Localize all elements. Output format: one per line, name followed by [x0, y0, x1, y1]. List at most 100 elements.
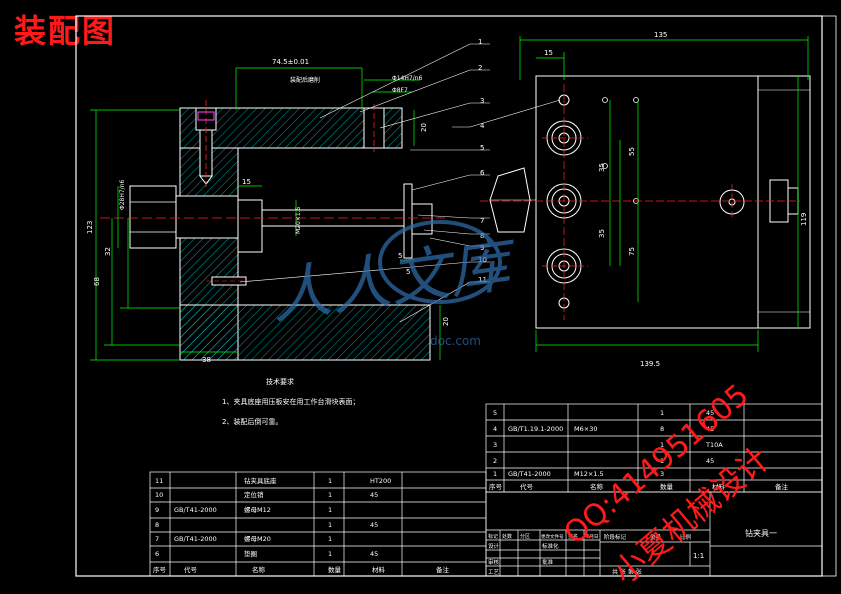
balloon-6: 6	[480, 169, 485, 177]
bom-left-no: 8	[155, 521, 159, 529]
tech-req-title: 技术要求	[266, 377, 294, 386]
bom-left-mat: 45	[370, 491, 378, 499]
balloon-9: 9	[480, 244, 484, 252]
bom-left-qty: 1	[328, 550, 332, 558]
front-view-dim-labels: 74.5±0.01 装配后磨削 Φ14H7/n6 Φ8F7 20 15 M20×…	[86, 58, 450, 364]
bom-left-no: 10	[155, 491, 163, 499]
title-block-text: 钻夹具一 1:1 共 张 第 张 设计 审核 工艺 标准化 批准 阶段标记 重量…	[488, 528, 777, 576]
bom-left-header-no: 序号	[153, 565, 167, 574]
bom-right-no: 2	[493, 457, 497, 465]
tech-req-line-2: 2、装配后倒可靠。	[222, 417, 282, 426]
title-label-review: 审核	[488, 558, 500, 566]
bom-right-name: M6×30	[574, 425, 597, 433]
bom-right-header-mat: 材料	[712, 482, 726, 491]
bom-right-mat: T10A	[705, 441, 723, 449]
bom-left-header-qty: 数量	[328, 565, 342, 574]
side-support	[757, 75, 811, 329]
bom-right-qty: 3	[660, 470, 664, 478]
bom-left-mat: HT200	[370, 477, 391, 485]
bom-right-qty: 8	[660, 425, 664, 433]
dim-123: 123	[86, 221, 94, 234]
watermark-site: doc.com	[430, 334, 481, 348]
title-label-standard: 标准化	[542, 542, 559, 550]
balloon-5: 5	[480, 144, 484, 152]
drawing-scale: 1:1	[693, 552, 704, 560]
dim-32: 32	[104, 247, 112, 256]
bom-left-no: 7	[155, 535, 159, 543]
dim-fit-14: Φ14H7/n6	[392, 75, 423, 82]
bom-right-qty: 1	[660, 457, 664, 465]
bom-left-name: 钻夹具底座	[244, 476, 277, 485]
title-row-file: 更改文件号	[541, 533, 564, 540]
bom-left-code: GB/T41-2000	[174, 506, 217, 514]
title-label-design: 设计	[488, 542, 500, 550]
dim-5b: 5	[406, 268, 410, 276]
dim-top-note: 装配后磨削	[290, 76, 320, 84]
bom-right-name: M12×1.5	[574, 470, 604, 478]
bom-left-no: 9	[155, 506, 159, 514]
technical-requirements: 技术要求 1、夹具底座用压板安在用工作台滑块表面； 2、装配后倒可靠。	[222, 377, 359, 426]
dim-20a: 20	[420, 123, 428, 132]
bom-right-no: 4	[493, 425, 497, 433]
title-row-mark: 标记	[488, 533, 498, 540]
title-row-count: 处数	[502, 533, 512, 540]
side-view-dim-labels: 135 15 35 55 35 75 119 139.5	[544, 31, 808, 368]
drawing-name: 钻夹具一	[745, 528, 777, 538]
base-plate	[179, 304, 431, 361]
bom-right-mat: 45	[706, 425, 714, 433]
bom-right-header-no: 序号	[489, 482, 503, 491]
bom-left-header-name: 名称	[252, 565, 266, 574]
dim-74-5: 74.5±0.01	[272, 58, 309, 66]
bom-right-qty: 1	[660, 441, 664, 449]
dim-135: 135	[654, 31, 667, 39]
bom-right-no: 3	[493, 441, 497, 449]
bom-left-mat: 45	[370, 521, 378, 529]
dim-left-fit: Φ28H7/n6	[119, 179, 126, 210]
sheet-count: 共 张 第 张	[612, 568, 642, 576]
bom-left-qty: 1	[328, 506, 332, 514]
bom-left-no: 6	[155, 550, 159, 558]
dim-68: 68	[93, 277, 101, 286]
bom-left-qty: 1	[328, 477, 332, 485]
bom-left-name: 垫圈	[244, 549, 257, 558]
bom-right-header-code: 代号	[520, 482, 534, 491]
balloon-10: 10	[478, 256, 487, 264]
dim-119: 119	[800, 213, 808, 226]
title-label-ratio: 比例	[680, 533, 692, 541]
title-label-approve: 批准	[542, 558, 554, 566]
title-label-weight: 重量	[650, 533, 662, 541]
bom-right-no: 5	[493, 409, 497, 417]
bom-left-name: 螺母M12	[244, 505, 271, 514]
bom-right-no: 1	[493, 470, 497, 478]
front-view-dimensions	[90, 67, 441, 361]
front-view-section	[100, 100, 445, 361]
title-label-process: 工艺	[488, 569, 500, 576]
dim-15: 15	[242, 178, 251, 186]
bom-right-mat: 45	[706, 457, 714, 465]
screw-shank	[175, 195, 239, 239]
bom-right-code: GB/T41-2000	[508, 470, 551, 478]
title-row-date: 年月日	[585, 533, 599, 540]
bom-left-header-note: 备注	[436, 565, 450, 574]
bom-left-qty: 1	[328, 521, 332, 529]
dim-20b: 20	[442, 317, 450, 326]
dim-35b: 35	[598, 229, 606, 238]
dim-75: 75	[628, 247, 636, 256]
tech-req-line-1: 1、夹具底座用压板安在用工作台滑块表面；	[222, 397, 359, 406]
dim-38: 38	[202, 356, 211, 364]
bom-right-code: GB/T1.19.1-2000	[508, 425, 563, 433]
bom-left-header-code: 代号	[184, 565, 198, 574]
part-leaders	[239, 43, 561, 323]
bom-right-header-name: 名称	[590, 482, 604, 491]
balloon-11: 11	[478, 276, 487, 284]
dim-35a: 35	[598, 163, 606, 172]
dim-55: 55	[628, 147, 636, 156]
hex-nut-left	[129, 185, 177, 249]
bom-left-name: 定位销	[244, 490, 264, 499]
dim-5a: 5	[398, 252, 402, 260]
bom-left-name: 螺母M20	[244, 534, 271, 543]
balloon-3: 3	[480, 97, 484, 105]
